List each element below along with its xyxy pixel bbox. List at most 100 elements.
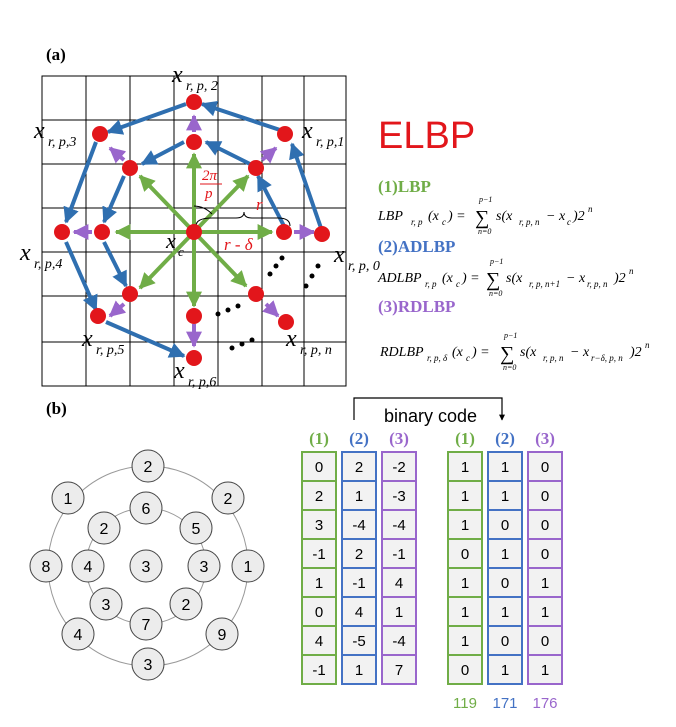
bin-header-2: (2) bbox=[495, 429, 515, 448]
bin-cell bbox=[527, 567, 563, 598]
svg-text:p−1: p−1 bbox=[489, 257, 503, 266]
svg-text:) =: ) = bbox=[447, 209, 466, 224]
center-point bbox=[186, 224, 202, 240]
ring-inner-bottom-right: 2 bbox=[169, 587, 203, 621]
bin-cell bbox=[527, 654, 563, 685]
svg-text:− x: − x bbox=[546, 209, 566, 224]
ring-outer-bottom-left: 4 bbox=[61, 617, 95, 651]
sample-points bbox=[54, 94, 330, 366]
svg-text:c: c bbox=[442, 217, 446, 227]
radius-bracket bbox=[195, 211, 291, 227]
bin-cell-value: 0 bbox=[541, 459, 549, 476]
bin-cell-value: 0 bbox=[541, 488, 549, 505]
svg-text:7: 7 bbox=[142, 617, 151, 634]
svg-text:ADLBP: ADLBP bbox=[377, 271, 422, 286]
label-x5: x bbox=[81, 326, 93, 352]
bin-cell bbox=[487, 538, 523, 569]
label-x2-sub: r, p, 2 bbox=[186, 79, 218, 94]
bin-cell-value: 1 bbox=[541, 604, 549, 621]
svg-text:n: n bbox=[588, 204, 593, 214]
svg-text:c: c bbox=[567, 217, 571, 227]
diff-cell-value: -1 bbox=[312, 662, 325, 679]
diff-cell-value: 2 bbox=[355, 546, 363, 563]
bin-cell bbox=[447, 625, 483, 656]
diff-cell bbox=[301, 596, 337, 627]
bin-cell bbox=[527, 538, 563, 569]
svg-text:)2: )2 bbox=[613, 271, 626, 286]
svg-text:n=0: n=0 bbox=[503, 363, 516, 372]
bin-cell-value: 0 bbox=[541, 517, 549, 534]
svg-text:RDLBP: RDLBP bbox=[379, 345, 424, 360]
bin-cell-value: 1 bbox=[461, 488, 469, 505]
svg-text:9: 9 bbox=[218, 627, 227, 644]
difference-columns: (1)023-1104-1(2)21-42-14-51(3)-2-3-4-141… bbox=[301, 429, 417, 685]
svg-text:p−1: p−1 bbox=[503, 331, 517, 340]
ring-inner-left: 4 bbox=[71, 549, 105, 583]
center-arrows bbox=[114, 152, 274, 308]
ring-outer-top-left: 1 bbox=[51, 481, 85, 515]
svg-text:r, p: r, p bbox=[425, 279, 437, 289]
diff-cell-value: -4 bbox=[392, 517, 405, 534]
svg-text:s(x: s(x bbox=[496, 209, 513, 224]
ring-outer-bottom-right: 9 bbox=[205, 617, 239, 651]
svg-text:− x: − x bbox=[566, 271, 586, 286]
svg-text:∑: ∑ bbox=[475, 207, 489, 229]
ring-outer-top-right: 2 bbox=[211, 481, 245, 515]
binary-columns: (1)11101110119(2)11010101171(3)000011011… bbox=[447, 429, 563, 712]
label-x3-sub: r, p,3 bbox=[48, 135, 76, 150]
svg-text:LBP: LBP bbox=[377, 209, 403, 224]
ring-inner-bottom-left: 3 bbox=[89, 587, 123, 621]
diff-cell bbox=[381, 509, 417, 540]
diff-cell-value: 1 bbox=[395, 604, 403, 621]
svg-text:n: n bbox=[645, 340, 650, 350]
bin-cell bbox=[447, 480, 483, 511]
ring-inner-top: 6 bbox=[129, 491, 163, 525]
diff-cell-value: 4 bbox=[315, 633, 323, 650]
bin-cell-value: 1 bbox=[501, 488, 509, 505]
svg-text:8: 8 bbox=[42, 559, 51, 576]
label-x5-sub: r, p,5 bbox=[96, 343, 124, 358]
svg-text:n=0: n=0 bbox=[478, 227, 491, 236]
bin-cell-value: 1 bbox=[501, 459, 509, 476]
svg-text:s(x: s(x bbox=[520, 345, 537, 360]
label-x1: x bbox=[301, 118, 313, 144]
bin-cell bbox=[487, 480, 523, 511]
bin-cell bbox=[527, 480, 563, 511]
label-x6: x bbox=[173, 358, 185, 384]
diff-cell-value: -2 bbox=[392, 459, 405, 476]
diff-cell bbox=[301, 625, 337, 656]
svg-text:r, p, δ: r, p, δ bbox=[427, 353, 448, 363]
bin-cell bbox=[527, 625, 563, 656]
diff-cell bbox=[381, 538, 417, 569]
svg-text:6: 6 bbox=[142, 501, 151, 518]
bin-cell-value: 0 bbox=[501, 575, 509, 592]
label-x1-sub: r, p,1 bbox=[316, 135, 344, 150]
bin-cell-value: 1 bbox=[461, 575, 469, 592]
svg-text:p−1: p−1 bbox=[478, 195, 492, 204]
diff-cell-value: -5 bbox=[352, 633, 365, 650]
diff-cell bbox=[301, 567, 337, 598]
svg-text:(x: (x bbox=[428, 209, 440, 224]
bin-cell-value: 1 bbox=[541, 662, 549, 679]
ellipsis-dots bbox=[215, 255, 321, 351]
label-x6-sub: r, p,6 bbox=[188, 375, 216, 390]
svg-text:n=0: n=0 bbox=[489, 289, 502, 298]
ring-outer-left: 8 bbox=[29, 549, 63, 583]
diff-cell-value: 7 bbox=[395, 662, 403, 679]
svg-text:2: 2 bbox=[182, 597, 191, 614]
diff-header-2: (2) bbox=[349, 429, 369, 448]
svg-text:r, p, n: r, p, n bbox=[587, 279, 608, 289]
ring-inner-top-left: 2 bbox=[87, 511, 121, 545]
bin-cell-value: 1 bbox=[501, 604, 509, 621]
diff-cell-value: 1 bbox=[355, 662, 363, 679]
diff-cell-value: -1 bbox=[352, 575, 365, 592]
svg-text:) =: ) = bbox=[461, 271, 480, 286]
diff-cell-value: 1 bbox=[315, 575, 323, 592]
bin-cell-value: 1 bbox=[501, 546, 509, 563]
formula-lbp: LBP r, p (x c ) = p−1 ∑ n=0 s(x r, p, n … bbox=[377, 195, 593, 236]
